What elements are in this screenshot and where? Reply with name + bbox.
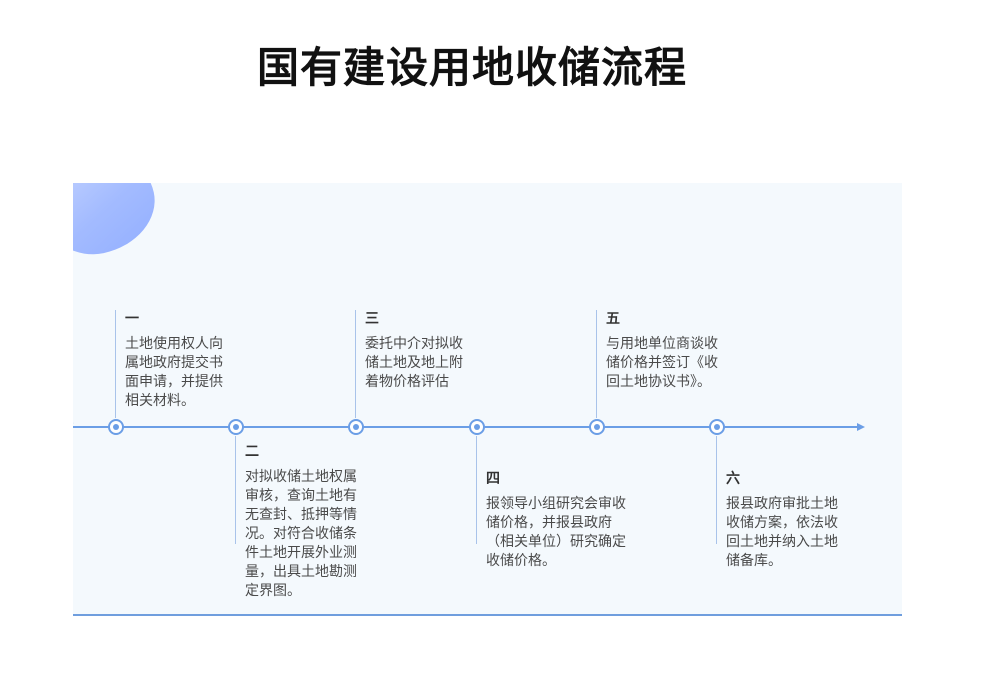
step-connector-2 — [235, 436, 236, 544]
step-connector-3 — [355, 310, 356, 418]
step-number: 三 — [365, 311, 379, 327]
step-description: 与用地单位商谈收储价格并签订《收回土地协议书》。 — [606, 336, 718, 390]
step-number: 五 — [606, 311, 620, 327]
timeline-node-3 — [348, 419, 364, 435]
step-connector-1 — [115, 310, 116, 418]
step-number: 一 — [125, 311, 139, 327]
step-description: 报县政府审批土地收储方案，依法收回土地并纳入土地储备库。 — [726, 496, 838, 569]
step-description: 委托中介对拟收储土地及地上附着物价格评估 — [365, 336, 463, 390]
step-number: 二 — [245, 444, 259, 460]
step-connector-4 — [476, 436, 477, 544]
step-description: 土地使用权人向属地政府提交书面申请，并提供相关材料。 — [125, 336, 223, 409]
decorative-blob — [73, 183, 164, 264]
timeline-node-5 — [589, 419, 605, 435]
step-description: 报领导小组研究会审收储价格，并报县政府（相关单位）研究确定收储价格。 — [486, 496, 626, 569]
step-5: 五 与用地单位商谈收储价格并签订《收回土地协议书》。 — [606, 310, 724, 392]
step-number: 六 — [726, 471, 740, 487]
timeline-panel: › 一 土地使用权人向属地政府提交书面申请，并提供相关材料。 二 对拟收储土地权… — [73, 183, 902, 616]
step-connector-6 — [716, 436, 717, 544]
timeline-axis — [73, 426, 859, 428]
step-description: 对拟收储土地权属审核，查询土地有无查封、抵押等情况。对符合收储条件土地开展外业测… — [245, 469, 357, 599]
timeline-node-1 — [108, 419, 124, 435]
step-1: 一 土地使用权人向属地政府提交书面申请，并提供相关材料。 — [125, 310, 235, 411]
step-connector-5 — [596, 310, 597, 418]
step-number: 四 — [486, 471, 500, 487]
step-6: 六 报县政府审批土地收储方案，依法收回土地并纳入土地储备库。 — [726, 470, 844, 571]
timeline-node-4 — [469, 419, 485, 435]
step-2: 二 对拟收储土地权属审核，查询土地有无查封、抵押等情况。对符合收储条件土地开展外… — [245, 443, 363, 601]
timeline-start-icon: › — [73, 418, 74, 429]
step-3: 三 委托中介对拟收储土地及地上附着物价格评估 — [365, 310, 475, 392]
arrow-right-icon — [857, 423, 865, 431]
page-title: 国有建设用地收储流程 — [256, 43, 687, 92]
step-4: 四 报领导小组研究会审收储价格，并报县政府（相关单位）研究确定收储价格。 — [486, 470, 626, 571]
timeline-node-2 — [228, 419, 244, 435]
timeline-node-6 — [709, 419, 725, 435]
